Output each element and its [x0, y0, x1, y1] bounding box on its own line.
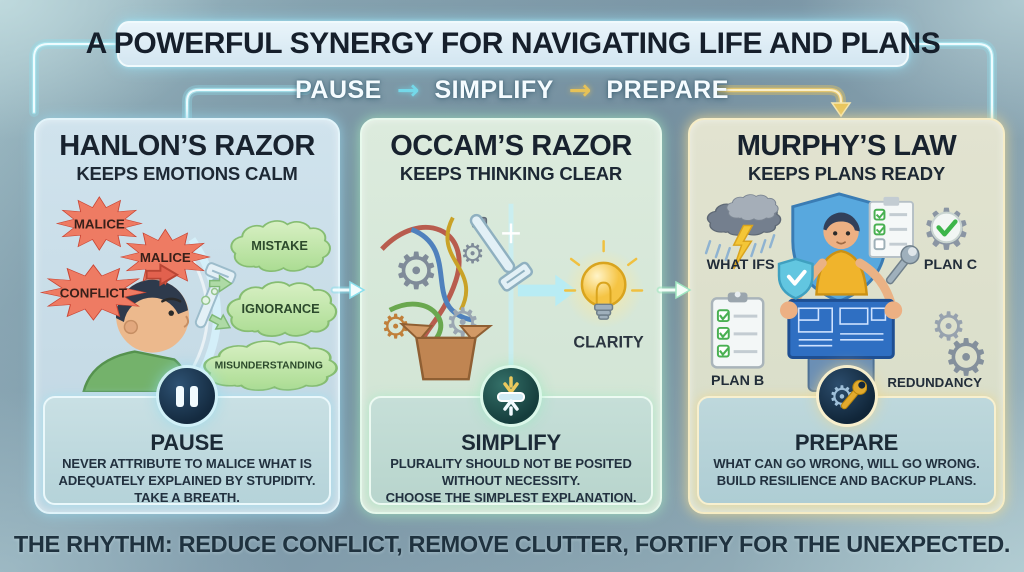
footer-tagline: THE RHYTHM: REDUCE CONFLICT, REMOVE CLUT… [13, 531, 1011, 557]
tangle-clutter-icon: ⚙ ⚙ ⚙ ⚙ [380, 216, 494, 381]
hanlon-illustration: MALICE MALICE CONFLICT [36, 190, 338, 392]
shield-check-icon [777, 257, 814, 300]
panel-title: MURPHY’S LAW [736, 130, 957, 162]
rain-icon [704, 234, 776, 262]
what-ifs-label: WHAT IFS [707, 257, 775, 273]
panel-murphys-law: MURPHY’S LAW KEEPS PLANS READY WHAT IFS [688, 118, 1005, 514]
blueprint-icon [779, 298, 903, 359]
thought-cloud-ignorance: IGNORANCE [226, 281, 338, 338]
step-card-prepare: ⚙ PREPARE WHAT CAN GO WRONG, WILL GO WRO… [697, 368, 996, 505]
razor-icon [194, 262, 237, 329]
svg-text:MALICE: MALICE [140, 250, 191, 265]
thought-cloud-mistake: MISTAKE [230, 219, 331, 273]
gear-wrench-icon: ⚙ [818, 368, 875, 424]
starburst-conflict: CONFLICT [40, 264, 147, 321]
panel-subtitle: KEEPS THINKING CLEAR [399, 163, 623, 185]
arrow-right-icon [208, 274, 233, 293]
flow-step-pause: PAUSE [295, 75, 382, 104]
wrench-icon [885, 245, 920, 285]
lightning-icon [732, 224, 754, 270]
pause-icon [159, 368, 215, 424]
panel-occams-razor: OCCAM’S RAZOR KEEPS THINKING CLEAR [360, 118, 662, 514]
svg-text:MISUNDERSTANDING: MISUNDERSTANDING [215, 360, 323, 371]
clipboard-icon [710, 291, 765, 369]
divider-line [502, 203, 520, 382]
svg-text:CONFLICT: CONFLICT [60, 285, 127, 300]
connector-pause-left [182, 85, 311, 123]
lightbulb-icon [563, 240, 644, 328]
connector-title-left [29, 39, 122, 117]
step-text: PLURALITY SHOULD NOT BE POSITED [390, 456, 632, 471]
checklist-icon [868, 196, 914, 258]
arrow-right-icon: → [396, 74, 420, 106]
plan-b-label: PLAN B [711, 373, 764, 389]
thought-cloud-misunderstanding: MISUNDERSTANDING [203, 339, 338, 392]
svg-text:⚙: ⚙ [931, 305, 966, 349]
connector-prepare-right [714, 85, 852, 118]
plan-c-label: PLAN C [924, 257, 977, 273]
redundancy-label: REDUNDANCY [887, 375, 982, 390]
step-text: NEVER ATTRIBUTE TO MALICE WHAT IS [62, 456, 312, 471]
flow-steps: PAUSE → SIMPLIFY → PREPARE [0, 74, 1024, 106]
svg-text:⚙: ⚙ [943, 329, 989, 386]
panel-hanlons-razor: HANLON’S RAZOR KEEPS EMOTIONS CALM [34, 118, 340, 514]
page-title: A POWERFUL SYNERGY FOR NAVIGATING LIFE A… [86, 21, 941, 67]
hand [779, 301, 798, 320]
hand [884, 301, 903, 320]
step-label: PREPARE [794, 430, 899, 455]
arrow-right-icon [517, 274, 578, 307]
svg-text:MISTAKE: MISTAKE [251, 238, 308, 253]
step-text: ADEQUATELY EXPLAINED BY STUPIDITY. [58, 472, 316, 488]
step-label: SIMPLIFY [461, 430, 561, 455]
thought-bubble [201, 295, 211, 306]
starburst-malice-1: MALICE [56, 196, 143, 251]
step-card-pause: PAUSE NEVER ATTRIBUTE TO MALICE WHAT IS … [43, 368, 331, 505]
panel-subtitle: KEEPS PLANS READY [747, 163, 946, 185]
clarity-label: CLARITY [573, 334, 644, 352]
arrow-right-icon [208, 313, 232, 330]
starburst-malice-2: MALICE [120, 228, 211, 286]
flow-step-prepare: PREPARE [606, 75, 729, 104]
step-card-simplify: SIMPLIFY PLURALITY SHOULD NOT BE POSITED… [369, 368, 653, 505]
gears-icon: ⚙ ⚙ [931, 305, 989, 386]
svg-text:⚙: ⚙ [460, 238, 485, 269]
arrow-down-icon [830, 102, 852, 118]
box-icon [414, 336, 477, 381]
step-text: WHAT CAN GO WRONG, WILL GO WRONG. [713, 456, 980, 471]
svg-text:IGNORANCE: IGNORANCE [242, 301, 321, 316]
occam-illustration: ⚙ ⚙ ⚙ ⚙ [362, 190, 660, 392]
panel-title: HANLON’S RAZOR [59, 130, 315, 162]
arrow-right-icon [145, 263, 180, 287]
panel-subtitle: KEEPS EMOTIONS CALM [76, 163, 298, 185]
flow-step-simplify: SIMPLIFY [434, 75, 554, 104]
compress-icon [483, 368, 539, 424]
step-text: CHOOSE THE SIMPLEST EXPLANATION. [385, 489, 637, 505]
step-text: TAKE A BREATH. [134, 489, 240, 505]
step-label: PAUSE [150, 430, 224, 455]
storm-cloud-icon [704, 194, 782, 270]
connector-title-right [904, 39, 997, 125]
step-text: WITHOUT NECESSITY. [441, 472, 581, 488]
razor-icon [469, 213, 534, 292]
page-title-text: A POWERFUL SYNERGY FOR NAVIGATING LIFE A… [85, 27, 941, 60]
arrow-right-icon: → [568, 74, 592, 106]
murphy-illustration: WHAT IFS [690, 190, 1003, 392]
thought-bubble [210, 287, 219, 296]
svg-text:MALICE: MALICE [74, 216, 125, 231]
step-text: BUILD RESILIENCE AND BACKUP PLANS. [716, 472, 977, 488]
gear-check-icon: ⚙ [921, 198, 972, 262]
svg-text:⚙: ⚙ [393, 243, 439, 300]
panel-title: OCCAM’S RAZOR [390, 130, 632, 162]
